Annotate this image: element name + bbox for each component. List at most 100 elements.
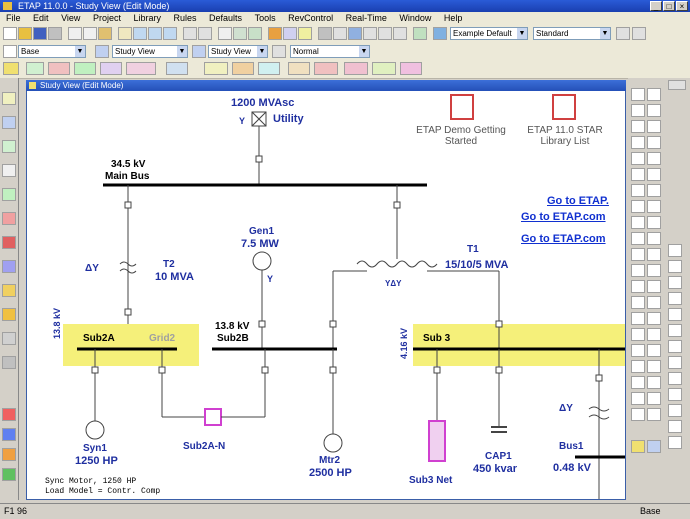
palette-comp-ag-icon[interactable] [647,440,661,453]
pan-icon[interactable] [118,27,132,40]
palette-comp-e-icon[interactable] [668,276,682,289]
project-combo[interactable]: Example Default▼ [450,27,528,40]
palette-battery-icon[interactable] [631,248,645,261]
etap-link-2[interactable]: Go to ETAP.com [521,211,606,223]
open-icon[interactable] [18,27,32,40]
t1-symbol[interactable] [356,260,438,268]
bus-icon[interactable] [3,45,17,58]
palette-comp-u-icon[interactable] [631,376,645,389]
palette-gen-icon[interactable] [631,152,645,165]
t2-symbol[interactable] [119,261,137,274]
palette-comp-ae-icon[interactable] [668,436,682,449]
panel-red-icon[interactable] [2,236,16,249]
theme-icon[interactable] [268,27,282,40]
star-favorite-icon[interactable] [616,27,630,40]
palette-comp-t-icon[interactable] [668,356,682,369]
cap1-breaker[interactable] [495,366,503,374]
syn1-symbol[interactable] [85,420,105,440]
bus1-transformer[interactable] [588,406,610,420]
palette-vfd-icon[interactable] [631,232,645,245]
inverter-icon[interactable] [2,308,16,321]
palette-reactor-icon[interactable] [647,168,661,181]
grid-view-icon[interactable] [272,45,286,58]
pdf-library-list-icon[interactable] [552,94,576,120]
palette-scroll-icon[interactable] [668,80,686,90]
load-flow-icon[interactable] [26,62,44,75]
arc-flash-icon[interactable] [314,62,338,75]
palette-comp-p-icon[interactable] [647,344,661,357]
motor-start-icon[interactable] [74,62,96,75]
palette-comp-d-icon[interactable] [647,280,661,293]
mtr2-symbol[interactable] [323,433,343,453]
palette-xfmr-icon[interactable] [647,88,661,101]
draw-icon[interactable] [2,140,16,153]
palette-comp-b-icon[interactable] [647,264,661,277]
palette-comp-s-icon[interactable] [647,360,661,373]
palette-comp-ad-icon[interactable] [668,420,682,433]
bus1-breaker[interactable] [595,374,603,382]
search-icon[interactable] [378,27,392,40]
palette-cap-icon[interactable] [631,168,645,181]
globe-icon[interactable] [433,27,447,40]
menu-file[interactable]: File [6,13,21,23]
zoom-in-icon[interactable] [133,27,147,40]
dc-load-flow-icon[interactable] [204,62,228,75]
menu-rules[interactable]: Rules [173,13,197,23]
normal-combo[interactable]: Normal▼ [290,45,370,58]
menu-library[interactable]: Library [133,13,161,23]
select-icon[interactable] [2,92,16,105]
protection-d-icon[interactable] [2,468,16,481]
study-icon[interactable] [192,45,206,58]
palette-comp-aa-icon[interactable] [631,408,645,421]
zoom-fit-icon[interactable] [163,27,177,40]
report-icon[interactable] [333,27,347,40]
palette-fuse-icon[interactable] [647,104,661,117]
paste-icon[interactable] [98,27,112,40]
short-circuit-icon[interactable] [48,62,70,75]
wire-icon[interactable] [2,164,16,177]
gen-icon[interactable] [2,188,16,201]
palette-comp-i-icon[interactable] [631,312,645,325]
palette-comp-af-icon[interactable] [631,440,645,453]
edit-mode-icon[interactable] [3,62,19,75]
reliability-icon[interactable] [166,62,188,75]
t2-breaker-top[interactable] [124,201,132,209]
sub3net-symbol[interactable] [428,420,446,462]
ups-icon[interactable] [2,284,16,297]
star-icon[interactable] [393,27,407,40]
minimize-button[interactable]: _ [650,1,662,11]
menu-project[interactable]: Project [92,13,121,23]
sub2an-symbol[interactable] [204,408,222,426]
optimal-icon[interactable] [344,62,368,75]
palette-panel-icon[interactable] [631,216,645,229]
palette-comp-v-icon[interactable] [647,376,661,389]
gen1-breaker[interactable] [258,320,266,328]
palette-inverter-icon[interactable] [668,260,682,273]
tool-icon[interactable] [363,27,377,40]
menu-window[interactable]: Window [399,13,432,23]
palette-util-icon[interactable] [647,152,661,165]
view-icon[interactable] [95,45,109,58]
palette-comp-w-icon[interactable] [668,372,682,385]
doc-library-list-label[interactable]: ETAP 11.0 STAR Library List [527,125,603,147]
palette-switch-icon[interactable] [631,120,645,133]
etap-link-3[interactable]: Go to ETAP.com [521,233,606,245]
dc-bus-icon[interactable] [2,332,16,345]
new-icon[interactable] [3,27,17,40]
text-icon[interactable] [218,27,232,40]
more-icon[interactable] [632,27,646,40]
palette-breaker-icon[interactable] [631,104,645,117]
palette-comp-j-icon[interactable] [647,312,661,325]
redo-icon[interactable] [198,27,212,40]
sub3net-breaker[interactable] [433,366,441,374]
pdf-getting-started-icon[interactable] [450,94,474,120]
palette-comp-k-icon[interactable] [668,308,682,321]
print-icon[interactable] [48,27,62,40]
transient-icon[interactable] [126,62,156,75]
menu-edit[interactable]: Edit [33,13,49,23]
protection-b-icon[interactable] [2,428,16,441]
lib-icon[interactable] [283,27,297,40]
palette-comp-l-icon[interactable] [631,328,645,341]
palette-motor-icon[interactable] [631,136,645,149]
palette-comp-n-icon[interactable] [668,324,682,337]
